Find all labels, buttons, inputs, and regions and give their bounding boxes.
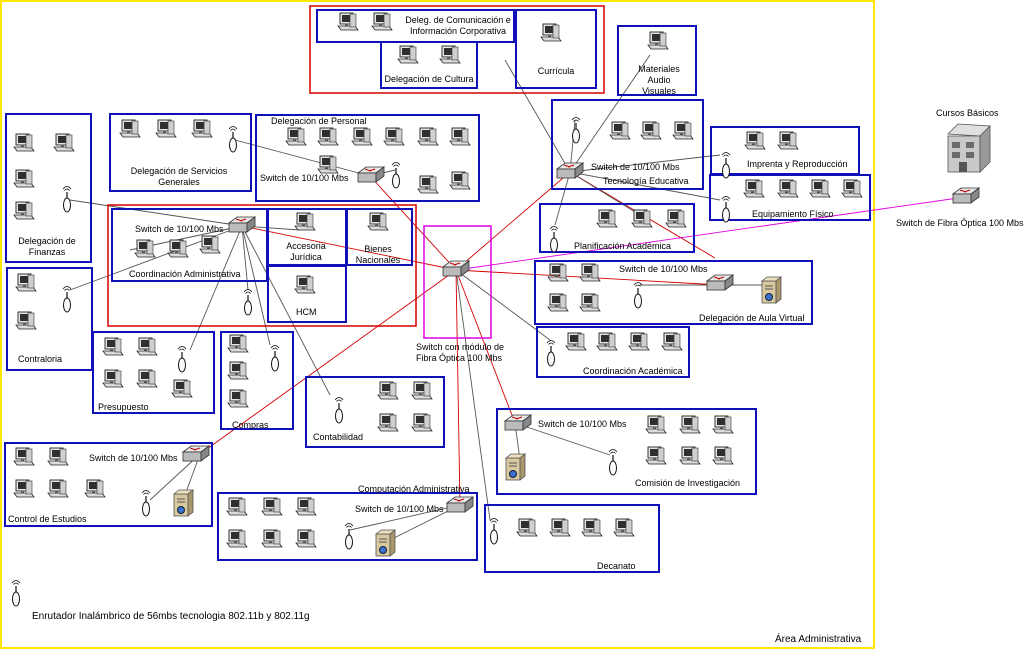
label-computacion: Computación Administrativa bbox=[358, 484, 470, 494]
label-personal: Delegación de Personal bbox=[271, 116, 367, 126]
label-decanato: Decanato bbox=[597, 561, 636, 571]
label-central-switch: Switch con módulo de Fibra Óptica 100 Mb… bbox=[416, 342, 505, 363]
box-curricula bbox=[515, 9, 597, 89]
legend-router-text: Enrutador Inalámbrico de 56mbs tecnologi… bbox=[32, 611, 310, 622]
label-curricula: Currícula bbox=[537, 66, 575, 76]
label-cursos-basicos: Cursos Básicos bbox=[936, 108, 999, 118]
box-planificacion bbox=[539, 203, 695, 253]
box-hcm bbox=[267, 265, 347, 323]
box-contabilidad bbox=[305, 376, 445, 448]
box-aula-virtual bbox=[534, 260, 813, 325]
box-personal bbox=[255, 114, 480, 202]
label-materiales: Materiales Audio Visuales bbox=[638, 64, 680, 96]
label-control-switch: Switch de 10/100 Mbs bbox=[89, 453, 178, 463]
label-aula-virtual: Delegación de Aula Virtual bbox=[699, 313, 805, 323]
box-control-estudios bbox=[4, 442, 213, 527]
area-administrativa-frame bbox=[0, 0, 875, 649]
label-tecnologia: Tecnología Educativa bbox=[603, 176, 689, 186]
box-coord-academica bbox=[536, 326, 690, 378]
label-presupuesto: Presupuesto bbox=[98, 402, 149, 412]
box-presupuesto bbox=[92, 331, 215, 414]
box-deleg-cultura bbox=[380, 41, 478, 89]
box-decanato bbox=[484, 504, 660, 573]
red-box-comunicacion bbox=[309, 5, 605, 94]
red-box-coordinacion bbox=[107, 204, 417, 327]
label-planificacion: Planificación Académica bbox=[574, 241, 672, 251]
label-personal-switch: Switch de 10/100 Mbs bbox=[260, 173, 349, 183]
label-imprenta: Imprenta y Reproducción bbox=[747, 159, 848, 169]
label-deleg-comunicacion: Deleg. de Comunicación e Información Cor… bbox=[405, 15, 511, 36]
label-coord-switch: Switch de 10/100 Mbs bbox=[135, 224, 224, 234]
box-investigacion bbox=[496, 408, 757, 495]
label-hcm: HCM bbox=[296, 307, 317, 317]
label-compras: Compras bbox=[232, 420, 269, 430]
label-coord-academica: Coordinación Académica bbox=[583, 366, 683, 376]
label-computacion-switch: Switch de 10/100 Mbs bbox=[355, 504, 444, 514]
label-bienes: Bienes Nacionales bbox=[355, 244, 401, 265]
label-fibra-switch: Switch de Fibra Óptica 100 Mbs bbox=[896, 218, 1024, 228]
box-materiales bbox=[617, 25, 697, 96]
label-tecnologia-switch: Switch de 10/100 Mbs bbox=[591, 162, 680, 172]
central-switch-box bbox=[423, 225, 492, 339]
box-bienes bbox=[346, 208, 413, 266]
box-computacion bbox=[217, 492, 478, 561]
label-accesoria: Accesoria Jurídica bbox=[286, 241, 326, 262]
building-icon bbox=[947, 123, 991, 173]
box-compras bbox=[220, 331, 294, 430]
box-servicios-generales bbox=[109, 113, 252, 192]
label-servicios-generales: Delegación de Servicios Generales bbox=[130, 166, 228, 187]
label-aula-switch: Switch de 10/100 Mbs bbox=[619, 264, 708, 274]
label-coord-administrativa: Coordinación Administrativa bbox=[129, 269, 241, 279]
label-investigacion: Comisión de Investigación bbox=[635, 478, 741, 488]
label-area-administrativa: Área Administrativa bbox=[775, 634, 862, 645]
label-equipamiento: Equipamiento Físico bbox=[752, 209, 834, 219]
label-finanzas: Delegación de Finanzas bbox=[18, 236, 76, 257]
label-contraloria: Contraloria bbox=[18, 354, 63, 364]
label-investigacion-switch: Switch de 10/100 Mbs bbox=[538, 419, 627, 429]
label-control-estudios: Control de Estudios bbox=[8, 514, 87, 524]
box-equipamiento bbox=[709, 174, 871, 221]
label-contabilidad: Contabilidad bbox=[313, 432, 364, 442]
box-tecnologia bbox=[551, 99, 704, 190]
box-finanzas bbox=[5, 113, 92, 263]
box-contraloria bbox=[6, 267, 93, 371]
label-deleg-cultura: Delegación de Cultura bbox=[384, 74, 474, 84]
connections bbox=[69, 54, 966, 541]
